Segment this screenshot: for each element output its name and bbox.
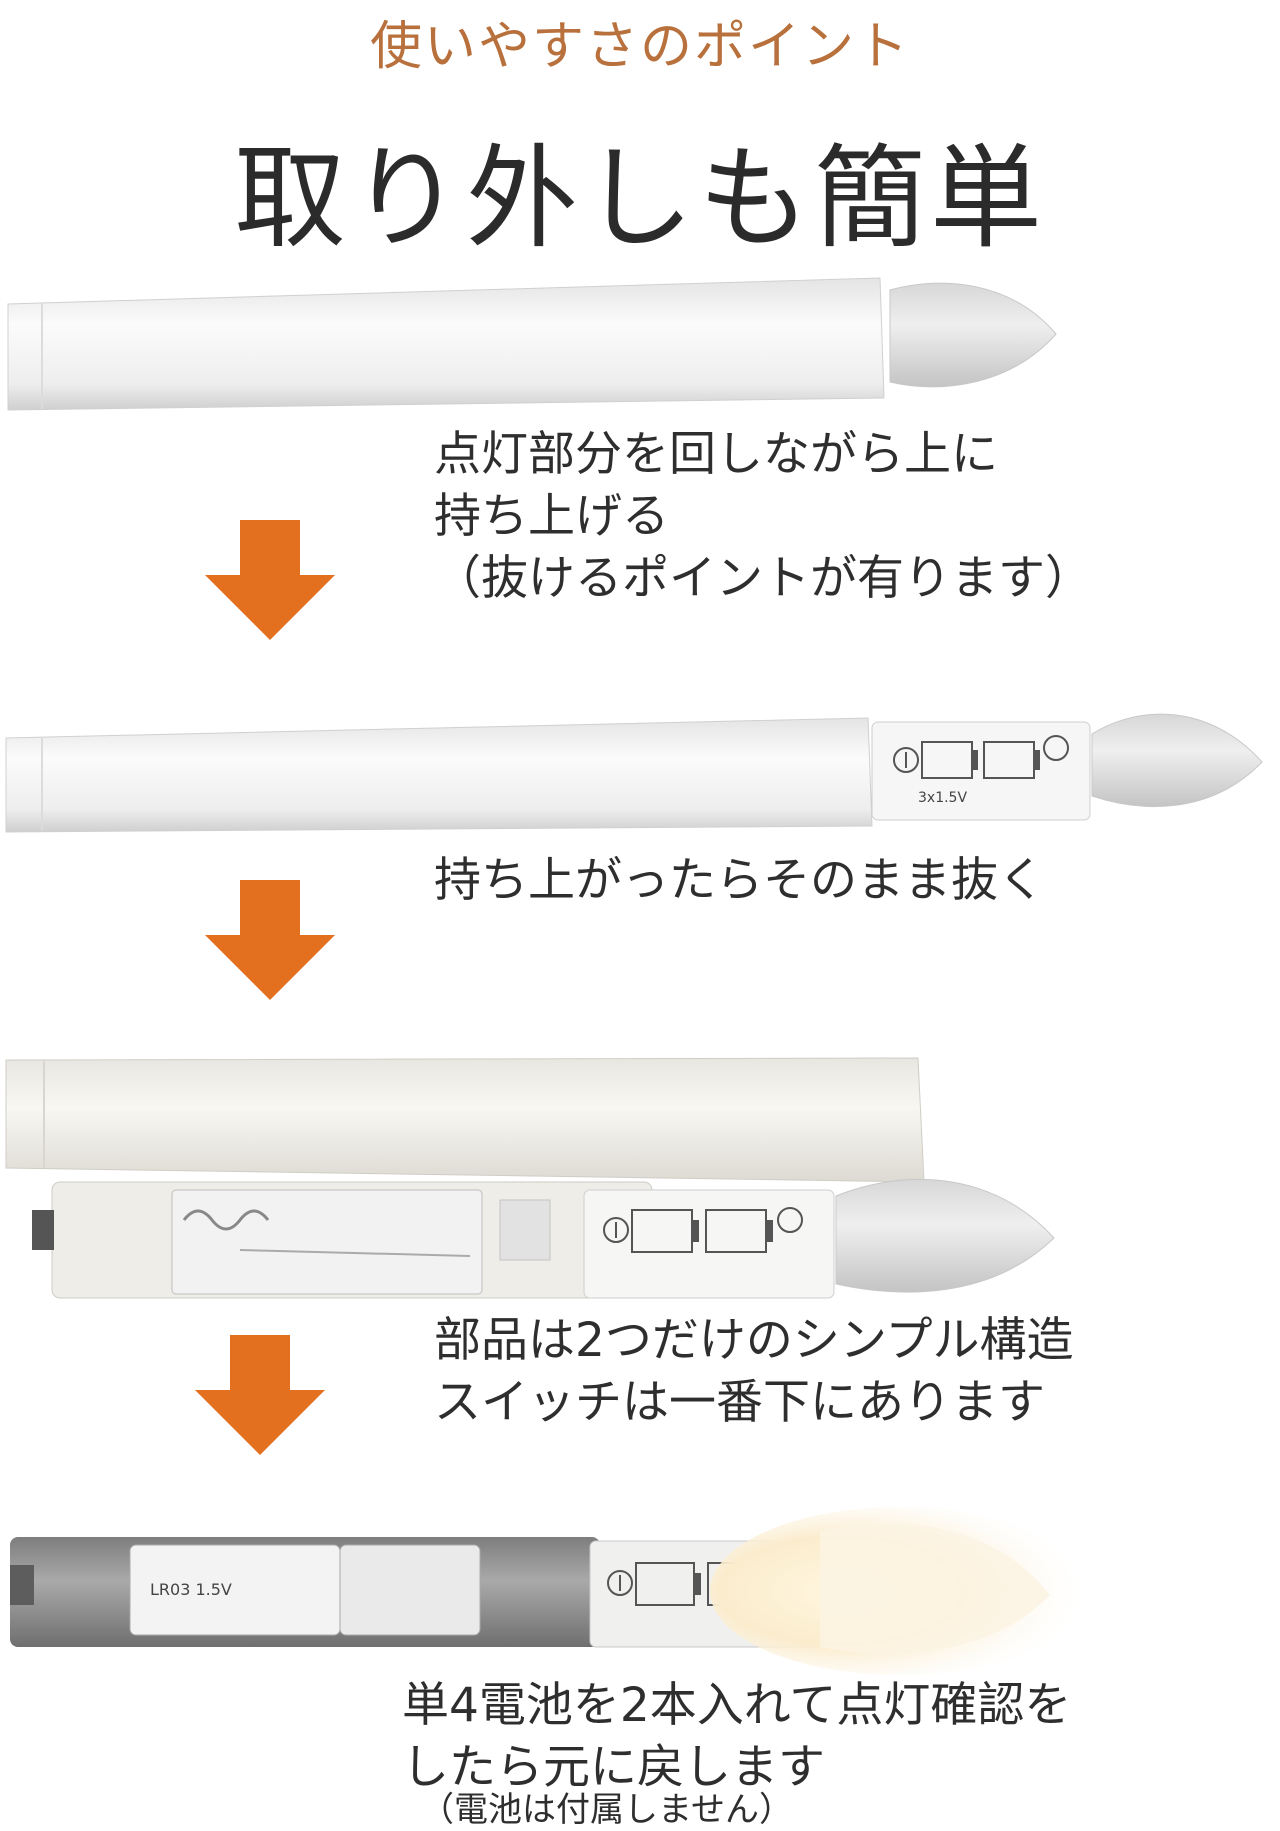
voltage-label: 3x1.5V [918, 790, 967, 806]
eyebrow-text: 使いやすさのポイント [369, 17, 910, 77]
battery-print: LR03 1.5V [150, 1580, 232, 1599]
candle-photo-lit-with-batteries: LR03 1.5V [10, 1507, 1090, 1675]
step-2-caption: 持ち上がったらそのまま抜く [434, 850, 1045, 912]
arrow-down-icon [205, 880, 335, 1000]
step-1-line-2: 持ち上げる [434, 489, 669, 544]
step-3-line-1: 部品は2つだけのシンプル構造 [434, 1313, 1074, 1368]
arrow-down-icon [195, 1335, 325, 1455]
step-3-caption: 部品は2つだけのシンプル構造 スイッチは一番下にあります [434, 1310, 1074, 1434]
step-4-line-1: 単4電池を2本入れて点灯確認を [402, 1678, 1072, 1733]
step-4-caption: 単4電池を2本入れて点灯確認を したら元に戻します [402, 1675, 1071, 1799]
page-title: 取り外しも簡単 [234, 134, 1046, 264]
candle-photo-two-parts [5, 1057, 1055, 1299]
step-4-note: （電池は付属しません） [420, 1790, 793, 1830]
step-4-line-2: したら元に戻します [402, 1740, 825, 1795]
arrow-down-icon [205, 520, 335, 640]
step-3-line-2: スイッチは一番下にあります [434, 1375, 1045, 1430]
step-2-line-1: 持ち上がったらそのまま抜く [434, 853, 1045, 908]
candle-photo-assembled [7, 277, 1057, 411]
step-1-caption: 点灯部分を回しながら上に 持ち上げる （抜けるポイントが有ります） [434, 424, 1092, 610]
candle-photo-pulled: 3x1.5V [5, 713, 1263, 833]
step-1-line-3: （抜けるポイントが有ります） [434, 551, 1092, 606]
step-1-line-1: 点灯部分を回しながら上に [434, 427, 998, 482]
